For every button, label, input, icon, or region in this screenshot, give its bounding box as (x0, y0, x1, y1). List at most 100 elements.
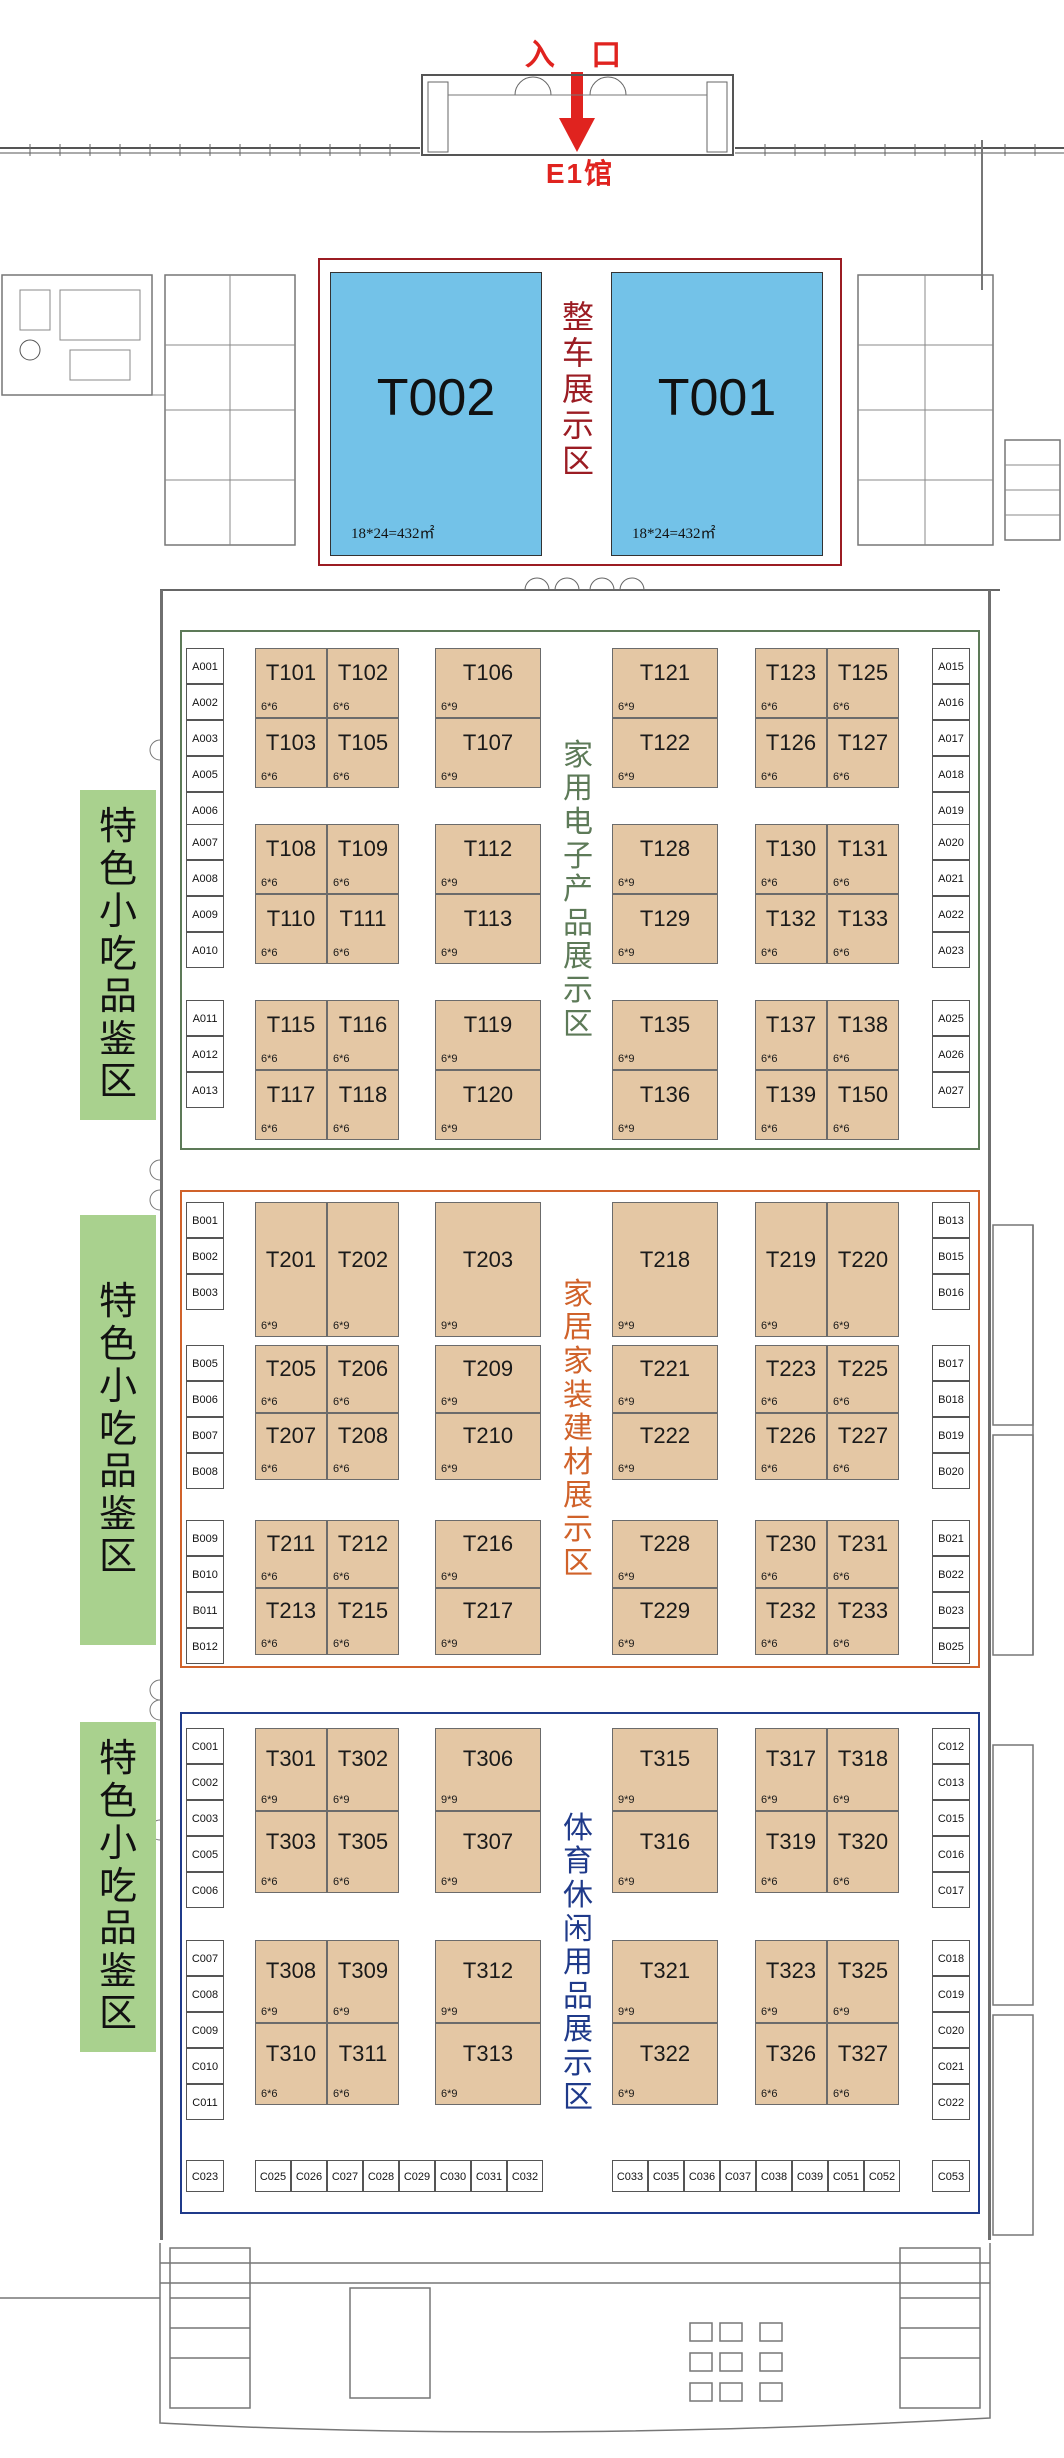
side-booth[interactable]: A026 (932, 1036, 970, 1072)
side-booth[interactable]: B015 (932, 1238, 970, 1274)
side-booth[interactable]: A009 (186, 896, 224, 932)
bottom-booth[interactable]: C033 (612, 2160, 648, 2192)
side-booth[interactable]: B007 (186, 1417, 224, 1453)
side-booth[interactable]: A023 (932, 932, 970, 968)
side-booth[interactable]: C002 (186, 1764, 224, 1800)
side-booth[interactable]: B005 (186, 1345, 224, 1381)
side-booth[interactable]: C015 (932, 1800, 970, 1836)
bottom-booth[interactable]: C037 (720, 2160, 756, 2192)
bottom-booth[interactable]: C035 (648, 2160, 684, 2192)
bottom-booth[interactable]: C038 (756, 2160, 792, 2192)
side-booth[interactable]: B025 (932, 1628, 970, 1664)
side-booth[interactable]: C005 (186, 1836, 224, 1872)
side-booth[interactable]: C020 (932, 2012, 970, 2048)
side-booth[interactable]: B006 (186, 1381, 224, 1417)
side-booth[interactable]: C019 (932, 1976, 970, 2012)
side-booth[interactable]: C018 (932, 1940, 970, 1976)
side-booth[interactable]: A025 (932, 1000, 970, 1036)
side-booth[interactable]: B011 (186, 1592, 224, 1628)
side-booth[interactable]: B023 (932, 1592, 970, 1628)
side-booth[interactable]: B013 (932, 1202, 970, 1238)
side-booth[interactable]: A001 (186, 648, 224, 684)
bottom-booth[interactable]: C031 (471, 2160, 507, 2192)
side-booth[interactable]: C012 (932, 1728, 970, 1764)
side-booth[interactable]: C007 (186, 1940, 224, 1976)
side-booth[interactable]: A015 (932, 648, 970, 684)
side-booth[interactable]: A003 (186, 720, 224, 756)
side-booth[interactable]: A006 (186, 792, 224, 828)
side-booth[interactable]: B021 (932, 1520, 970, 1556)
side-booth[interactable]: A018 (932, 756, 970, 792)
side-booth[interactable]: A011 (186, 1000, 224, 1036)
side-booth[interactable]: A008 (186, 860, 224, 896)
bottom-booth[interactable]: C027 (327, 2160, 363, 2192)
side-booth[interactable]: A021 (932, 860, 970, 896)
bottom-booth[interactable]: C026 (291, 2160, 327, 2192)
side-booth[interactable]: A013 (186, 1072, 224, 1108)
side-booth[interactable]: B022 (932, 1556, 970, 1592)
bottom-booth[interactable]: C051 (828, 2160, 864, 2192)
side-booth[interactable]: C001 (186, 1728, 224, 1764)
bottom-booth[interactable]: C052 (864, 2160, 900, 2192)
side-booth[interactable]: B019 (932, 1417, 970, 1453)
vehicle-booth-t001[interactable]: T001 18*24=432㎡ (611, 272, 823, 556)
side-booth[interactable]: A012 (186, 1036, 224, 1072)
side-booth[interactable]: C017 (932, 1872, 970, 1908)
side-booth[interactable]: B010 (186, 1556, 224, 1592)
side-booth[interactable]: C009 (186, 2012, 224, 2048)
side-booth[interactable]: A002 (186, 684, 224, 720)
side-booth[interactable]: B001 (186, 1202, 224, 1238)
